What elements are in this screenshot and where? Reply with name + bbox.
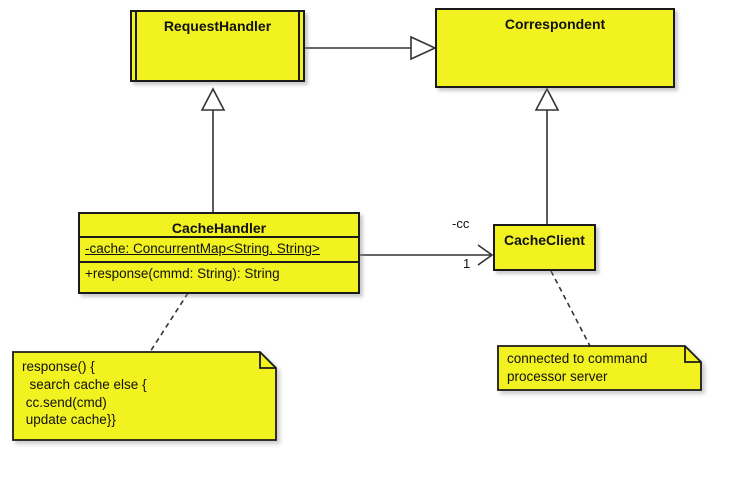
- note-shape-response: [12, 351, 277, 441]
- association-role-label-cc: -cc: [452, 216, 470, 231]
- operation-response: +response(cmmd: String): String: [85, 265, 280, 281]
- class-name-cachehandler: CacheHandler: [171, 220, 267, 236]
- class-operations-cachehandler: +response(cmmd: String): String: [80, 260, 358, 286]
- note-shape-connection: [497, 345, 702, 391]
- class-name-cacheclient: CacheClient: [504, 232, 585, 248]
- edge-requesthandler-to-correspondent: [305, 35, 437, 61]
- association-multiplicity-label: 1: [463, 256, 471, 271]
- note-text-response: response() { search cache else { cc.send…: [22, 359, 147, 428]
- active-class-bar-left: [135, 12, 137, 80]
- class-box-correspondent[interactable]: Correspondent: [435, 8, 675, 88]
- active-class-bar-right: [298, 12, 300, 80]
- class-box-cacheclient[interactable]: CacheClient: [493, 224, 596, 271]
- edge-cachehandler-to-cacheclient: [360, 244, 494, 266]
- note-anchor-cachehandler: [149, 292, 189, 353]
- note-anchor-cacheclient: [550, 270, 591, 347]
- note-response-pseudocode[interactable]: response() { search cache else { cc.send…: [12, 351, 277, 441]
- class-attributes-cachehandler: -cache: ConcurrentMap<String, String>: [80, 236, 358, 261]
- edge-cacheclient-to-correspondent: [534, 87, 560, 224]
- note-text-connection: connected to command processor server: [507, 351, 648, 384]
- class-name-correspondent: Correspondent: [504, 16, 606, 32]
- class-box-requesthandler[interactable]: RequestHandler: [130, 10, 305, 82]
- class-box-cachehandler[interactable]: CacheHandler -cache: ConcurrentMap<Strin…: [78, 212, 360, 294]
- attribute-cache: -cache: ConcurrentMap<String, String>: [85, 241, 320, 257]
- note-cacheclient-connection[interactable]: connected to command processor server: [497, 345, 702, 391]
- edge-cachehandler-to-requesthandler: [200, 87, 226, 214]
- class-name-requesthandler: RequestHandler: [163, 18, 272, 34]
